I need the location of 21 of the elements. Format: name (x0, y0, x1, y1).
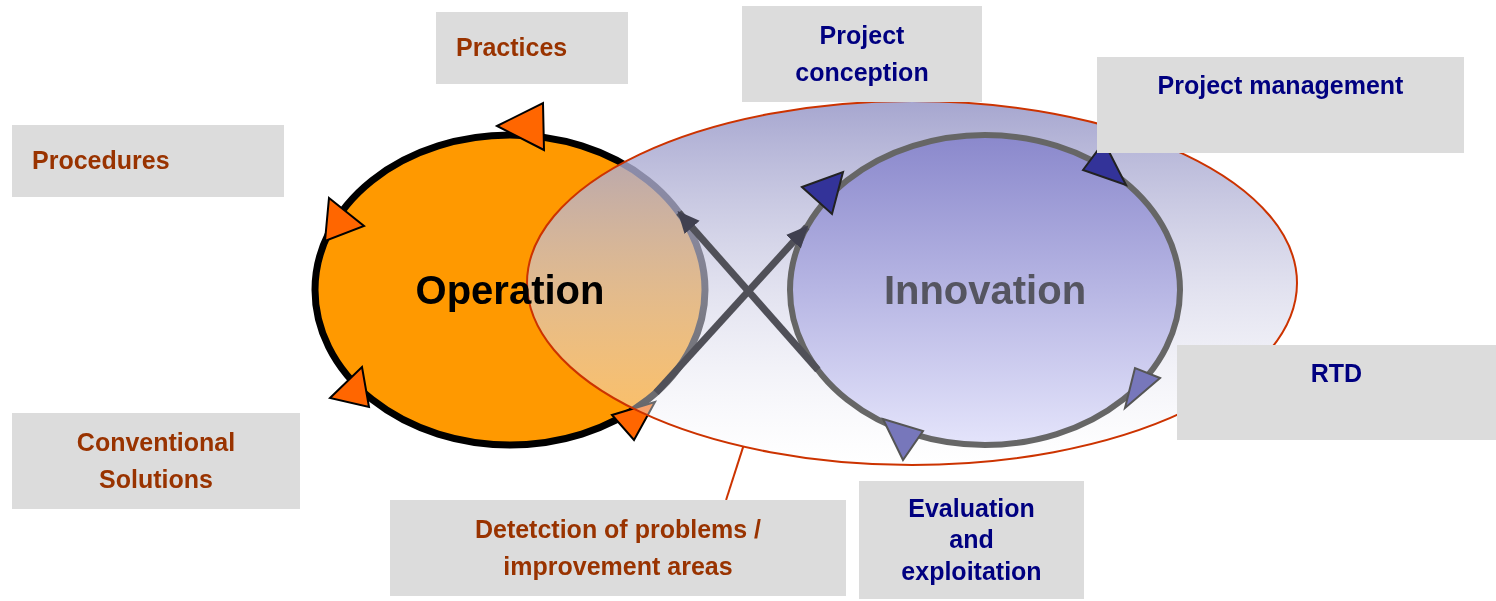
box-label: Evaluation and exploitation (900, 493, 1043, 587)
label-box (742, 6, 982, 102)
box-label: Project conception (794, 19, 930, 88)
arrow (676, 210, 821, 373)
circle-label: Innovation (882, 267, 1088, 313)
label-box (1097, 57, 1464, 153)
box-label: RTD (1310, 358, 1363, 389)
label-box (1177, 345, 1496, 440)
label-box (859, 481, 1084, 599)
line (725, 445, 745, 501)
label-box (436, 12, 628, 84)
label-box (390, 500, 846, 596)
box-label: Project management (1157, 70, 1404, 101)
box-label: Procedures (32, 145, 170, 177)
label-box (12, 125, 284, 197)
box-label: Detetction of problems / improvement areas (473, 513, 763, 582)
circle-label: Operation (414, 267, 606, 313)
label-box (12, 413, 300, 509)
box-label: Practices (456, 32, 568, 64)
box-label: Conventional Solutions (75, 426, 237, 495)
arrow (653, 224, 810, 396)
